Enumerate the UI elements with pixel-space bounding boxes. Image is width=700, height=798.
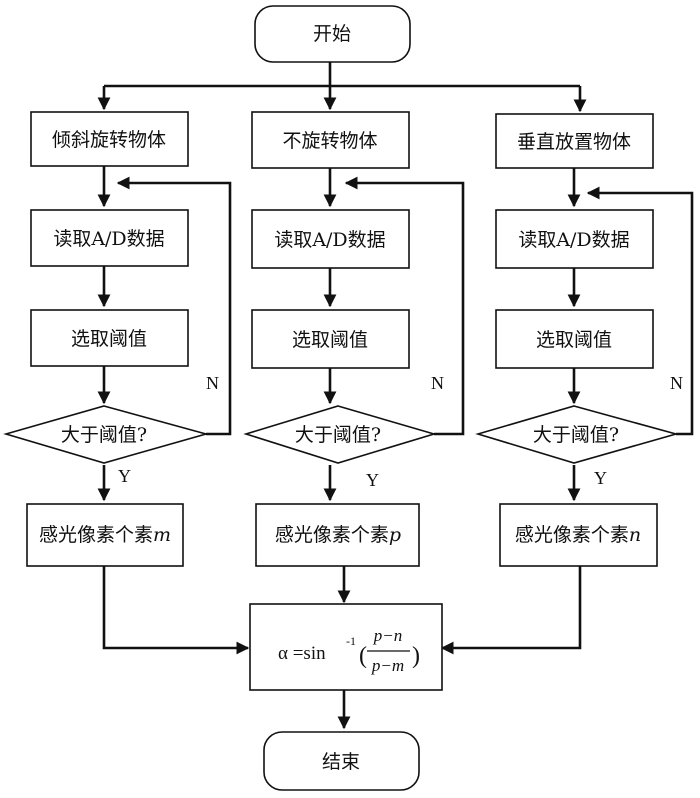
formula-denominator: p−m <box>371 656 404 675</box>
start-label: 开始 <box>313 23 351 45</box>
branch-1-read-box <box>30 209 189 267</box>
branch-1-decision-diamond <box>3 405 209 464</box>
branch-1-select: 选取阈值 <box>71 328 147 350</box>
branch-1: 倾斜旋转物体 读取A/D数据 选取阈值 大于阈值? 感光像素个素m <box>3 111 209 567</box>
formula-numerator: p−n <box>373 626 402 645</box>
edge-b2-loop-no <box>344 176 465 436</box>
edge-b3-result-formula <box>440 566 582 655</box>
branch-2: 不旋转物体 读取A/D数据 选取阈值 大于阈值? 感光像素个素p <box>243 111 437 567</box>
branch-3-title: 垂直放置物体 <box>517 131 631 153</box>
branch-2-decision-diamond <box>243 405 437 464</box>
branch-1-result: 感光像素个素m <box>39 524 171 546</box>
formula-close-paren: ) <box>412 643 420 669</box>
start-node: 开始 <box>254 5 411 63</box>
branch-1-title: 倾斜旋转物体 <box>52 129 166 151</box>
edges <box>97 62 694 730</box>
edge-labels: N Y N Y N Y <box>118 373 683 490</box>
branch-2-select: 选取阈值 <box>292 329 368 351</box>
branch-2-result: 感光像素个素p <box>275 524 401 546</box>
branch-3-no-label: N <box>670 373 683 393</box>
branch-1-select-box <box>30 309 189 367</box>
branch-3-result-box <box>499 503 658 567</box>
branch-2-yes-label: Y <box>366 470 379 490</box>
branch-1-yes-label: Y <box>118 466 131 486</box>
branch-3-result: 感光像素个素n <box>515 524 641 546</box>
branch-2-no-label: N <box>431 373 444 393</box>
branch-2-title-box <box>251 111 410 169</box>
edge-b1-loop-no <box>116 176 232 436</box>
branch-2-decision: 大于阈值? <box>295 424 381 446</box>
edge-b3-loop-no <box>586 186 694 436</box>
formula-open-paren: ( <box>359 643 367 669</box>
branch-3-select: 选取阈值 <box>536 329 612 351</box>
branch-2-title: 不旋转物体 <box>282 130 377 152</box>
branch-3-read-box <box>495 209 654 269</box>
formula-box <box>249 603 443 691</box>
end-label: 结束 <box>322 751 360 773</box>
formula-exponent: -1 <box>346 634 356 648</box>
branch-3-select-box <box>495 309 654 369</box>
branch-2-read-box <box>251 209 410 269</box>
branch-1-title-box <box>30 111 189 167</box>
branch-3: 垂直放置物体 读取A/D数据 选取阈值 大于阈值? 感光像素个素n <box>475 113 679 567</box>
branch-1-read: 读取A/D数据 <box>53 228 164 250</box>
branch-1-result-box <box>26 503 184 567</box>
branch-3-yes-label: Y <box>594 468 607 488</box>
branch-2-select-box <box>251 309 410 369</box>
branch-3-decision: 大于阈值? <box>533 424 619 446</box>
end-node: 结束 <box>263 731 420 791</box>
branch-1-decision: 大于阈值? <box>61 424 147 446</box>
formula-node: α =sin -1 ( p−n p−m ) <box>249 603 443 691</box>
formula-lhs: α =sin <box>278 643 326 664</box>
branch-3-read: 读取A/D数据 <box>518 229 629 251</box>
branch-2-result-box <box>255 503 420 567</box>
branch-1-no-label: N <box>206 373 219 393</box>
branch-3-decision-diamond <box>475 405 679 464</box>
branch-3-title-box <box>495 113 654 169</box>
edge-b1-result-formula <box>102 566 250 655</box>
branch-2-read: 读取A/D数据 <box>274 229 385 251</box>
